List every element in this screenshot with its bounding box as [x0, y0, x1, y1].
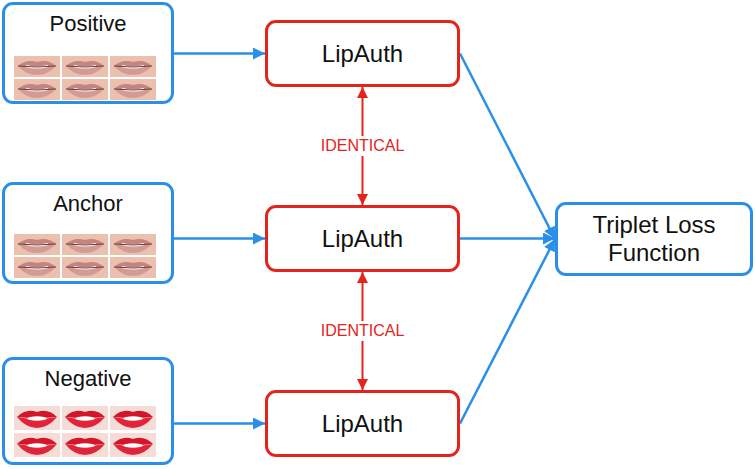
- box-label: LipAuth: [322, 225, 403, 253]
- lip-frame: [110, 257, 156, 278]
- input-box: Negative: [2, 357, 174, 465]
- lip-frame: [14, 257, 60, 278]
- box-label: LipAuth: [322, 410, 403, 438]
- edge-label: IDENTICAL: [318, 321, 408, 341]
- box-label: Triplet Loss Function: [564, 211, 745, 266]
- lip-frame: [110, 406, 156, 430]
- lip-frame: [14, 433, 60, 457]
- lip-frame: [110, 234, 156, 255]
- input-box: Anchor: [2, 182, 174, 284]
- box-label: LipAuth: [322, 40, 403, 68]
- lip-frame: [14, 406, 60, 430]
- lip-frame: [62, 257, 108, 278]
- box-label: Negative: [45, 366, 132, 391]
- flow-arrow: [460, 239, 555, 424]
- edge-label: IDENTICAL: [318, 136, 408, 156]
- box-label: Anchor: [53, 191, 123, 216]
- lip-frame: [62, 56, 108, 77]
- flow-arrow: [460, 54, 555, 240]
- lip-frame: [62, 406, 108, 430]
- positive-lip-frames: [14, 56, 156, 100]
- lip-frame: [62, 433, 108, 457]
- flow-arrow: [460, 237, 555, 240]
- loss-box: Triplet Loss Function: [555, 202, 753, 276]
- lip-frame: [110, 433, 156, 457]
- flow-arrow: [174, 52, 265, 55]
- flow-arrow: [174, 237, 265, 240]
- lip-frame: [14, 234, 60, 255]
- lip-frame: [14, 79, 60, 100]
- network-box: LipAuth: [265, 205, 460, 272]
- flow-arrow: [174, 422, 265, 425]
- network-box: LipAuth: [265, 20, 460, 87]
- network-box: LipAuth: [265, 390, 460, 457]
- lip-frame: [62, 234, 108, 255]
- anchor-lip-frames: [14, 234, 156, 278]
- lip-frame: [110, 79, 156, 100]
- lip-frame: [14, 56, 60, 77]
- negative-lip-frames: [14, 406, 156, 457]
- box-label: Positive: [49, 11, 126, 36]
- input-box: Positive: [2, 2, 174, 104]
- lip-frame: [62, 79, 108, 100]
- lip-frame: [110, 56, 156, 77]
